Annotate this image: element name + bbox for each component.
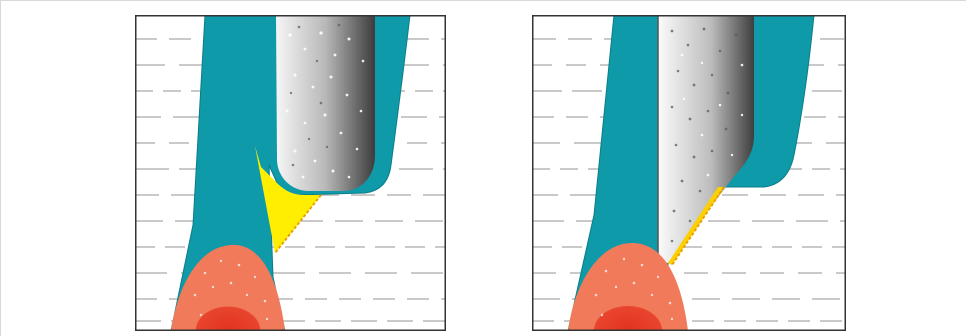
gingiva-texture bbox=[594, 257, 674, 321]
deposit bbox=[255, 146, 321, 253]
gingiva-texture bbox=[193, 259, 269, 321]
gingiva bbox=[568, 243, 688, 331]
panel-before bbox=[135, 15, 446, 331]
before-illustration bbox=[135, 15, 446, 331]
panel-border bbox=[532, 15, 846, 331]
deposit-edge bbox=[671, 186, 725, 266]
panel-after bbox=[532, 15, 846, 331]
bur-grit-dark bbox=[289, 23, 341, 167]
panel-border bbox=[135, 15, 446, 331]
after-illustration bbox=[532, 15, 846, 331]
gingiva bbox=[171, 244, 285, 331]
diamond-bur bbox=[658, 15, 754, 263]
bur-grit-light bbox=[680, 53, 744, 177]
deposit-margin bbox=[668, 187, 724, 265]
bur-grit bbox=[670, 27, 738, 243]
bur-grit bbox=[285, 31, 365, 179]
diamond-bur bbox=[276, 15, 375, 191]
deposit-edge bbox=[274, 194, 322, 254]
